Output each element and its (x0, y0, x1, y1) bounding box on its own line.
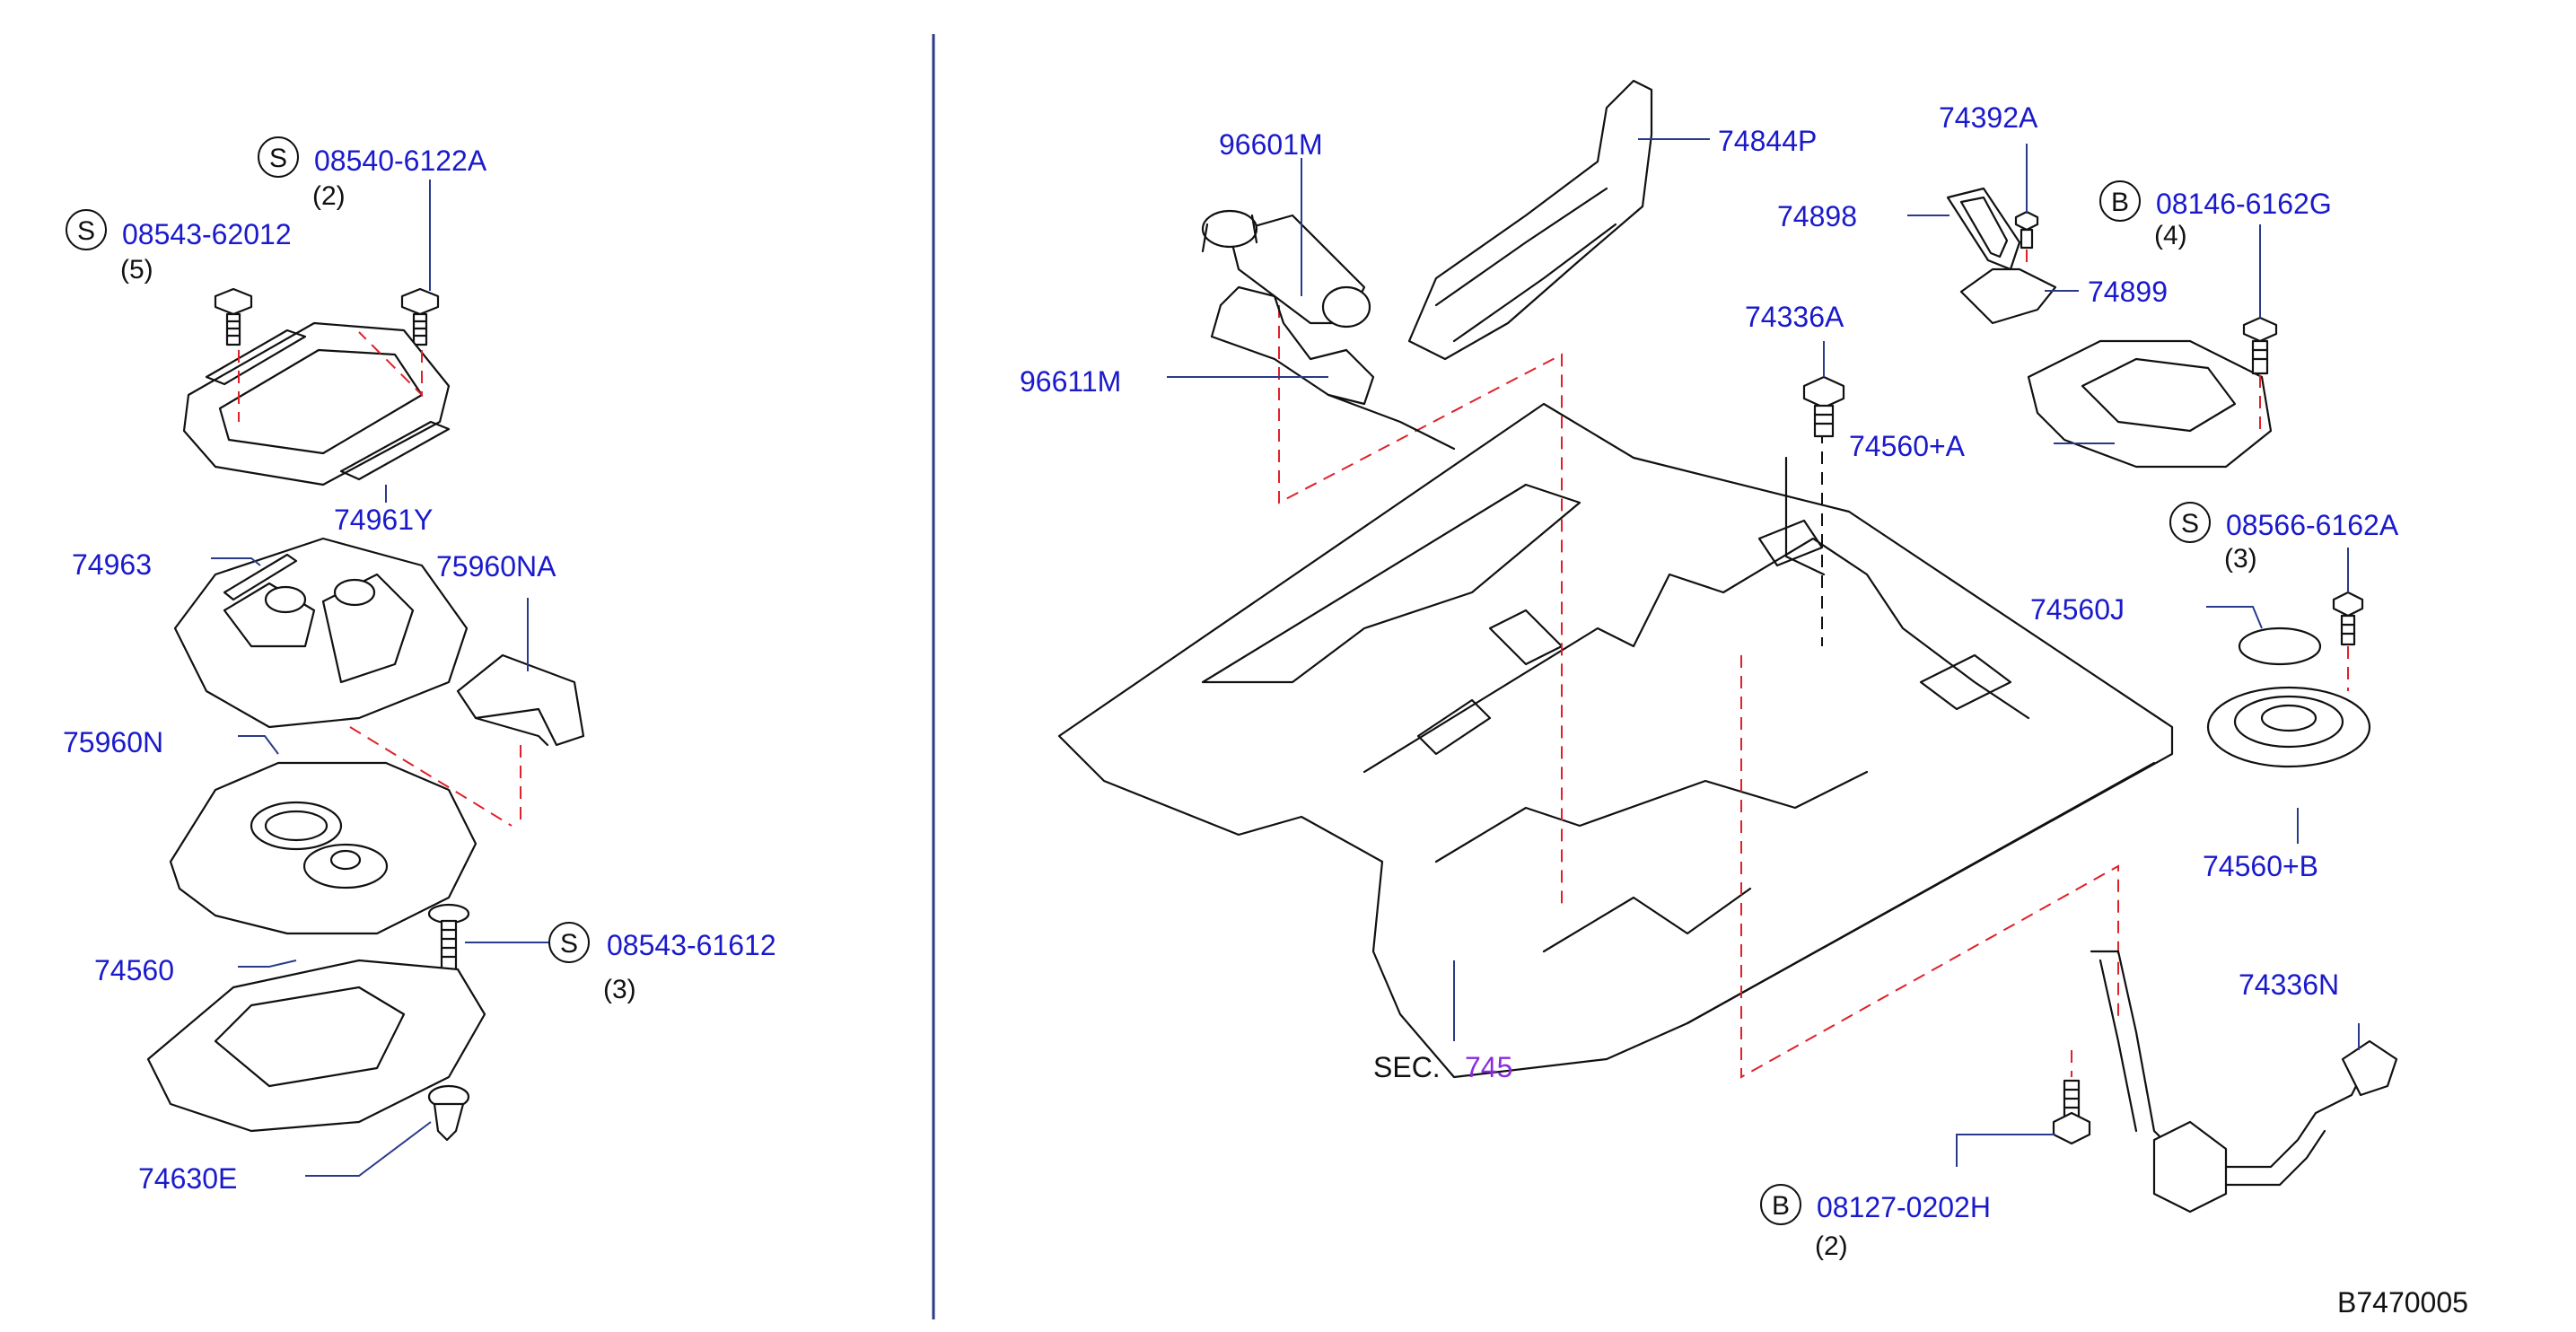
leader-line (238, 735, 279, 755)
quantity: (3) (603, 975, 636, 1004)
quantity: (4) (2154, 221, 2187, 250)
part-number: 74392A (1939, 101, 2038, 134)
floor-panel-part (1057, 402, 2174, 1079)
round-plate-part (2206, 686, 2371, 768)
bolt-icon (1802, 375, 1845, 438)
part-number: 08543-61612 (607, 929, 776, 961)
part-number: 08127-0202H (1817, 1191, 1991, 1223)
part-number: 08543-62012 (122, 218, 292, 250)
section-prefix: SEC. (1373, 1051, 1441, 1083)
part-number: 74560J (2030, 593, 2125, 626)
leader-line (305, 1121, 432, 1177)
part-number: 74899 (2088, 276, 2168, 308)
bolt-icon (2332, 591, 2364, 646)
guide-line (238, 331, 423, 422)
quantity: (3) (2224, 544, 2257, 574)
screw-marker-icon (258, 136, 299, 178)
part-number: 96611M (1020, 365, 1121, 398)
part-number: 74336N (2239, 968, 2339, 1001)
duct-part (1407, 79, 1653, 361)
screw-marker-icon (548, 922, 590, 963)
bolt-icon (2242, 316, 2278, 375)
part-number: 74336A (1745, 301, 1844, 333)
screw-marker-icon (2169, 502, 2211, 543)
screw-marker: S (2181, 509, 2199, 539)
part-number: 74560+B (2203, 850, 2318, 882)
part-number: 74961Y (334, 504, 433, 536)
part-number: 74844P (1718, 125, 1817, 157)
screw-marker: S (77, 216, 95, 246)
bolt-icon (214, 287, 253, 346)
cover-plate-part (2027, 339, 2273, 469)
bolt-icon (2014, 210, 2039, 250)
support-bar-part (2090, 950, 2398, 1214)
bolt-icon (2052, 1079, 2091, 1145)
part-number: 96601M (1219, 128, 1323, 161)
bolt-marker: B (1772, 1191, 1790, 1221)
canister-bracket-part (1210, 285, 1456, 451)
bolt-marker: B (2111, 188, 2129, 217)
part-number: 75960NA (436, 550, 556, 583)
part-number: 74630E (138, 1162, 237, 1195)
grommet-part (456, 653, 585, 747)
canister-part (1201, 209, 1371, 329)
screw-marker: S (269, 144, 287, 173)
leader-line (2206, 606, 2263, 629)
bracket-plate-part (1946, 187, 2021, 271)
insulator-part (169, 761, 478, 935)
seal-ring-part (2238, 627, 2322, 666)
floor-cover-part (146, 959, 486, 1133)
guide-line (349, 726, 521, 827)
part-number: 08540-6122A (314, 145, 487, 177)
quantity: (2) (312, 181, 346, 211)
part-number: 75960N (63, 726, 163, 758)
shift-boot-part (173, 537, 469, 729)
quantity: (5) (120, 255, 153, 285)
drawing-id: B7470005 (2337, 1286, 2468, 1319)
screw-marker: S (560, 929, 578, 959)
console-frame-part (182, 321, 451, 486)
guide-line (1278, 305, 1563, 907)
bracket-part (1959, 267, 2057, 325)
part-number: 08146-6162G (2156, 188, 2332, 220)
leader-line (1784, 456, 1826, 576)
part-number: 08566-6162A (2226, 509, 2399, 541)
leader-line (1956, 1134, 2055, 1167)
section-ref-link[interactable]: 745 (1465, 1051, 1512, 1083)
guide-line (1740, 655, 2119, 1079)
bolt-icon (400, 287, 440, 346)
leader-line (211, 557, 261, 566)
part-number: 74898 (1777, 200, 1857, 232)
screw-marker-icon (66, 209, 107, 250)
bolt-icon (427, 903, 470, 971)
part-number: 74560 (94, 954, 174, 986)
part-number: 74560+A (1849, 430, 1966, 462)
bolt-marker-icon (2099, 180, 2141, 222)
clip-icon (427, 1084, 470, 1142)
leader-line (238, 960, 297, 968)
bolt-marker-icon (1760, 1184, 1801, 1225)
part-number: 74963 (72, 548, 152, 581)
quantity: (2) (1815, 1231, 1848, 1261)
